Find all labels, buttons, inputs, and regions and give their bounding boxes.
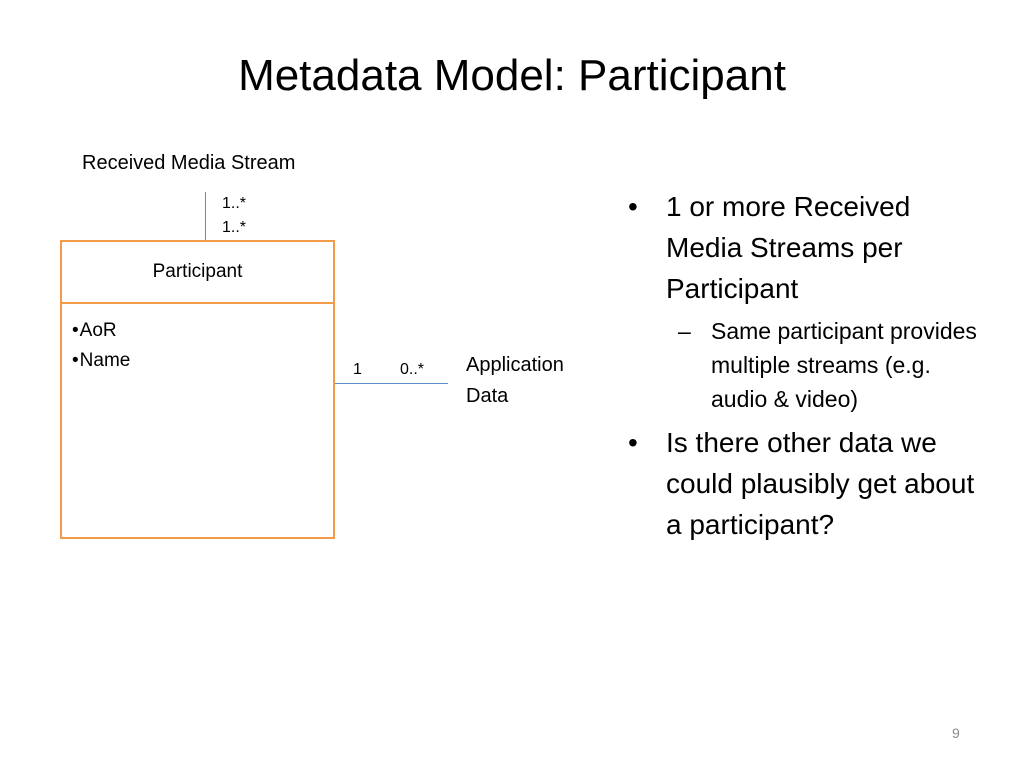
- bullet-list: • 1 or more Received Media Streams per P…: [628, 186, 978, 545]
- sub-bullet-marker: –: [678, 318, 691, 344]
- multiplicity-top-2: 1..*: [222, 219, 247, 236]
- bullet-item: • Is there other data we could plausibly…: [628, 422, 978, 545]
- application-data-connector: [335, 383, 448, 384]
- attribute-row: •AoR: [72, 316, 333, 346]
- participant-class-name: Participant: [62, 242, 333, 304]
- participant-attributes: •AoR •Name: [62, 304, 333, 376]
- page-number: 9: [952, 725, 960, 741]
- participant-class-box: Participant •AoR •Name: [60, 240, 335, 539]
- attribute-name: Name: [79, 350, 131, 371]
- attribute-bullet: •: [72, 350, 79, 371]
- sub-bullet-item: – Same participant provides multiple str…: [628, 314, 978, 416]
- attribute-aor: AoR: [79, 320, 117, 341]
- bullet-text: Is there other data we could plausibly g…: [666, 427, 975, 540]
- application-data-label: Application Data: [466, 354, 564, 407]
- slide-title: Metadata Model: Participant: [238, 51, 786, 100]
- multiplicity-top-1: 1..*: [222, 195, 247, 212]
- multiplicity-zero-many: 0..*: [400, 361, 425, 378]
- bullet-item: • 1 or more Received Media Streams per P…: [628, 186, 978, 309]
- attribute-row: •Name: [72, 346, 333, 376]
- bullet-marker: •: [628, 427, 638, 458]
- bullet-marker: •: [628, 191, 638, 222]
- attribute-bullet: •: [72, 320, 79, 341]
- bullet-text: 1 or more Received Media Streams per Par…: [666, 191, 911, 304]
- received-media-stream-label: Received Media Stream: [82, 152, 296, 174]
- multiplicity-one: 1: [353, 361, 362, 378]
- sub-bullet-text: Same participant provides multiple strea…: [711, 318, 977, 412]
- received-stream-connector: [205, 192, 206, 242]
